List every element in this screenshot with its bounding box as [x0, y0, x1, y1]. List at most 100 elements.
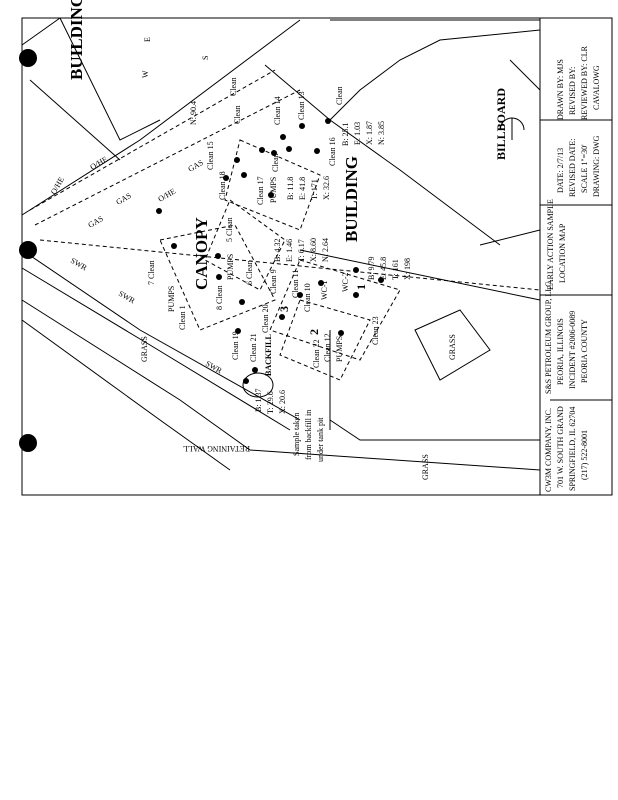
- sample-label: 7 Clean: [147, 260, 156, 285]
- svg-text:E: 45.8: E: 45.8: [379, 257, 388, 280]
- canopy-label: CANOPY: [192, 217, 211, 290]
- pumps-label: PUMPS: [226, 254, 235, 280]
- sample-label: Clean 19: [231, 331, 240, 360]
- drawn-by: DRAWN BY: MJS: [556, 59, 565, 120]
- revised-date: REVISED DATE:: [568, 139, 577, 197]
- retaining-wall-label: RETAINING WALL: [183, 444, 250, 453]
- county: PEORIA COUNTY: [580, 319, 589, 383]
- svg-text:B: 1.37: B: 1.37: [254, 388, 263, 412]
- grass-label: GRASS: [448, 334, 457, 360]
- sample-label: Clean 14: [273, 96, 282, 125]
- company-address: 701 W. SOUTH GRAND: [556, 406, 565, 488]
- sample-label: 6 Clean: [245, 260, 254, 285]
- svg-text:N: 2.64: N: 2.64: [321, 238, 330, 262]
- svg-text:E: 1.46: E: 1.46: [285, 239, 294, 262]
- client-city: PEORIA, ILLINOIS: [556, 318, 565, 385]
- building-top-label: BUILDING: [67, 0, 86, 80]
- binder-hole: [19, 241, 37, 259]
- company-phone: (217) 522-8001: [580, 430, 589, 480]
- utility-label: SWR: [204, 359, 224, 376]
- sample-label: Clean 21: [249, 333, 258, 362]
- sample-label: Clean: [233, 105, 242, 124]
- grass-label: GRASS: [421, 454, 430, 480]
- sample-label: Clean 16: [328, 137, 337, 166]
- drawing-type: DRAWING: DWG: [592, 135, 601, 197]
- pumps-label: PUMPS: [335, 336, 344, 362]
- svg-text:under tank pit: under tank pit: [316, 417, 325, 462]
- section-2: 2: [307, 329, 321, 335]
- client-name: S&S PETROLEUM GROUP, LLC.: [544, 280, 553, 394]
- billboard-label: BILLBOARD: [494, 88, 508, 160]
- sample-points: [156, 118, 384, 384]
- compass-s: S: [201, 56, 210, 60]
- sample-label: Clean 20: [261, 304, 270, 333]
- utility-label: SWR: [117, 289, 137, 306]
- drawing-frame: [21, 17, 613, 496]
- result-wc: B: 9.79 E: 45.8 T: 161 X: 198: [367, 256, 412, 280]
- svg-text:E: 41.8: E: 41.8: [298, 177, 307, 200]
- utility-label: GAS: [115, 191, 133, 207]
- backfill-label: BACKFILL: [264, 334, 273, 376]
- backfill-note: Sample taken from backfill in under tank…: [292, 410, 325, 462]
- well-label: WC-2: [341, 272, 350, 292]
- sample-label: Clean 18: [218, 171, 227, 200]
- sample-label: Clean: [229, 77, 238, 96]
- utility-label: GAS: [187, 158, 205, 174]
- company-city: SPRINGFIELD, IL 62704: [568, 407, 577, 491]
- sample-label: Clean 12: [323, 333, 332, 362]
- result-n-top: N: 90.4: [189, 101, 198, 125]
- svg-text:N: 3.85: N: 3.85: [377, 121, 386, 145]
- svg-text:from backfill in: from backfill in: [304, 410, 313, 460]
- sample-label: Clean: [335, 86, 344, 105]
- svg-text:T: 171: T: 171: [310, 179, 319, 200]
- file-name: CAVALOWG: [592, 65, 601, 110]
- svg-text:X: 20.6: X: 20.6: [278, 390, 287, 414]
- svg-text:X: 8.60: X: 8.60: [309, 238, 318, 262]
- sample-label: 8 Clean: [215, 285, 224, 310]
- revised-by: REVISED BY:: [568, 67, 577, 115]
- building-main-label: BUILDING: [342, 156, 361, 242]
- binder-hole: [19, 49, 37, 67]
- sample-label: Clean: [271, 153, 280, 172]
- well-label: WC-1: [320, 280, 329, 300]
- utility-label: GAS: [87, 214, 105, 230]
- svg-text:E: 1.03: E: 1.03: [353, 122, 362, 145]
- sample-label: Clean 11: [291, 270, 300, 298]
- utility-label: O/HE: [89, 155, 110, 172]
- svg-text:B: 25.1: B: 25.1: [341, 122, 350, 146]
- sample-label: Clean 22: [312, 339, 321, 368]
- sample-label: Clean 15: [206, 141, 215, 170]
- svg-text:Sample taken: Sample taken: [292, 413, 301, 456]
- result-backfill: B: 1.37 T: 29.6 X: 20.6: [254, 388, 287, 414]
- svg-text:T: 29.6: T: 29.6: [266, 391, 275, 414]
- utility-label: O/HE: [49, 175, 66, 196]
- title-block: [539, 18, 612, 495]
- result-right: B: 25.1 E: 1.03 X: 1.87 N: 3.85: [341, 121, 386, 146]
- section-3: 3: [277, 306, 291, 312]
- compass-w: W: [141, 70, 150, 78]
- site-linework: [21, 17, 541, 471]
- result-building: B: 11.8 E: 41.8 T: 171 X: 32.6: [286, 176, 331, 200]
- map-title-line-2: LOCATION MAP: [558, 223, 567, 283]
- pumps-label: PUMPS: [167, 286, 176, 312]
- result-mid: B: 4.32 E: 1.46 T: 6.17 X: 8.60 N: 2.64: [273, 238, 330, 262]
- grass-label: GRASS: [140, 336, 149, 362]
- date: DATE: 2/7/13: [556, 148, 565, 193]
- scale: SCALE 1"=30': [580, 144, 589, 193]
- svg-text:B: 11.8: B: 11.8: [286, 177, 295, 200]
- sample-label: Clean 17: [256, 176, 265, 205]
- utility-label: O/HE: [157, 187, 178, 204]
- compass-e: E: [143, 37, 152, 42]
- svg-text:X: 1.87: X: 1.87: [365, 121, 374, 145]
- svg-text:B: 9.79: B: 9.79: [367, 256, 376, 280]
- sample-label: Clean 23: [371, 316, 380, 345]
- svg-text:X: 198: X: 198: [403, 258, 412, 280]
- section-1: 1: [354, 284, 368, 290]
- sample-label: Clean 9: [269, 269, 278, 294]
- svg-text:B: 4.32: B: 4.32: [273, 238, 282, 262]
- svg-text:T: 161: T: 161: [391, 259, 400, 280]
- incident-number: INCIDENT #2006-0089: [568, 311, 577, 389]
- utility-label: SWR: [69, 256, 89, 273]
- reviewed-by: REVIEWED BY: CLR: [580, 45, 589, 120]
